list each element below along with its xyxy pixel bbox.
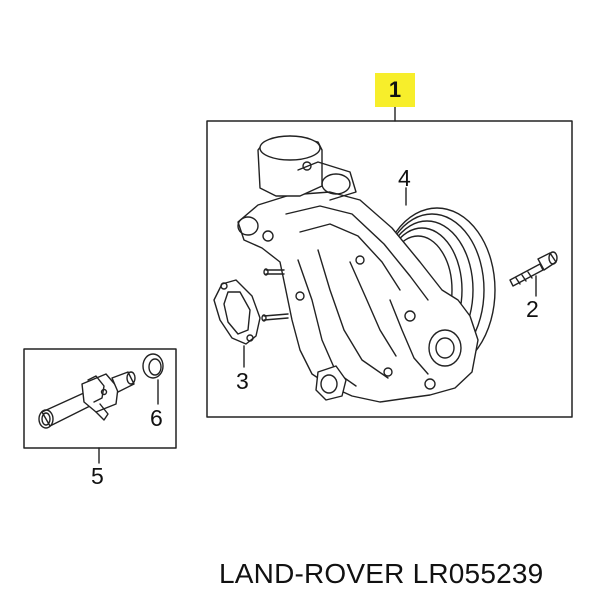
callout-3: 3 xyxy=(236,368,249,394)
o-ring-part xyxy=(142,353,164,379)
callout-1: 1 xyxy=(375,73,415,107)
callout-4: 4 xyxy=(398,165,411,191)
callout-5: 5 xyxy=(91,463,104,489)
assembly-frame xyxy=(206,120,573,418)
pump-top-housing xyxy=(257,135,357,201)
callout-6: 6 xyxy=(150,405,163,431)
part-caption: LAND-ROVER LR055239 xyxy=(219,558,543,590)
subassembly-frame xyxy=(23,348,177,449)
bolt-part xyxy=(509,251,558,287)
brand-name: LAND-ROVER xyxy=(219,558,405,589)
callout-2: 2 xyxy=(526,296,539,322)
connector-pipe-part xyxy=(38,371,136,429)
part-number: LR055239 xyxy=(412,558,544,589)
gasket-part xyxy=(213,279,261,345)
housing-studs xyxy=(261,268,289,322)
water-pump-housing xyxy=(237,191,479,403)
